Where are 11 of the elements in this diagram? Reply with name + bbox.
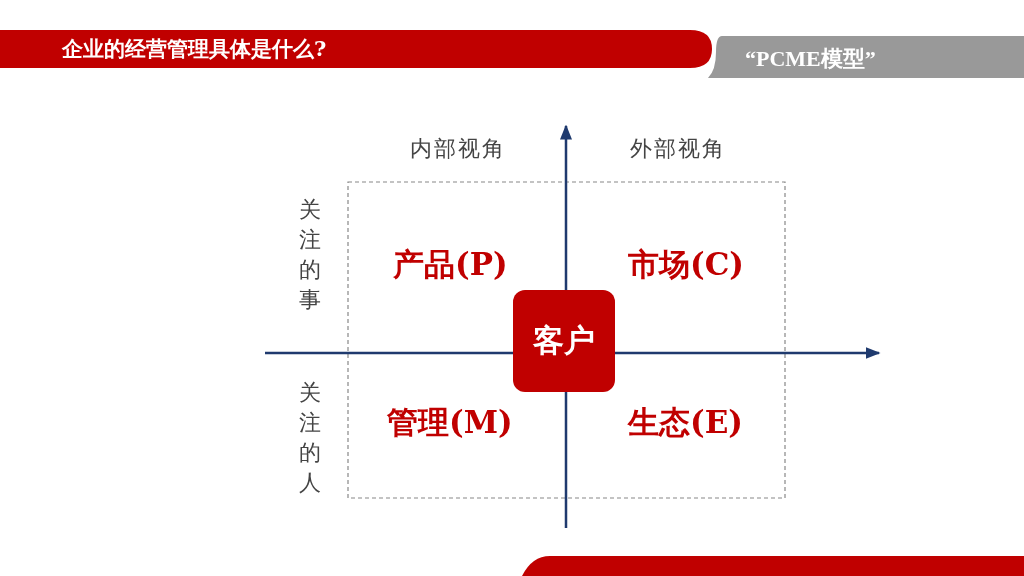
axis-label: 内部视角 xyxy=(410,135,506,163)
axis-label: 关注的事 xyxy=(298,196,322,314)
title-text: 企业的经营管理具体是什么? xyxy=(62,35,327,63)
axis-label: 关注的人 xyxy=(298,379,322,497)
axis-label: 外部视角 xyxy=(630,135,726,163)
quadrant-label: 管理(M) xyxy=(387,403,513,442)
quadrant-label: 产品(P) xyxy=(393,245,508,284)
quadrant-label: 市场(C) xyxy=(628,245,744,284)
subtitle-text: “PCME模型” xyxy=(745,45,876,73)
quadrant-label: 生态(E) xyxy=(628,403,743,442)
center-box: 客户 xyxy=(513,290,615,392)
